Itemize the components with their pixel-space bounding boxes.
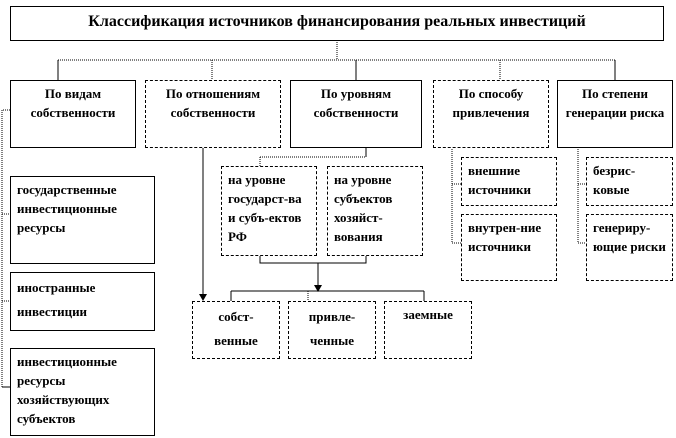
category-risk-generation: По степени генерации риска (557, 80, 673, 148)
ownership-type-business: инвестиционные ресурсы хозяйствующих суб… (10, 348, 155, 436)
method-internal: внутрен-ние источники (461, 214, 557, 281)
method-external: внешние источники (461, 157, 557, 206)
category-attraction-method: По способу привлечения (433, 80, 549, 148)
arrow-head (314, 285, 322, 292)
category-ownership-types: По видам собственности (10, 80, 136, 148)
level-business: на уровне субъектов хозяйст-вования (327, 166, 423, 256)
ownership-type-foreign: иностранные инвестиции (10, 272, 155, 331)
arrow-head (199, 294, 207, 301)
relation-own: собст-венные (192, 301, 280, 359)
risk-generating: генериру-ющие риски (586, 214, 673, 281)
relation-attracted: привле-ченные (288, 301, 376, 359)
category-ownership-levels: По уровням собственности (290, 80, 422, 148)
ownership-type-state: государственные инвестиционные ресурсы (10, 176, 155, 264)
diagram-title: Классификация источников финансирования … (10, 6, 664, 41)
risk-free: безрис-ковые (586, 157, 673, 206)
level-state: на уровне государст-ва и субъ-ектов РФ (221, 166, 317, 256)
relation-borrowed: заемные (384, 301, 472, 359)
category-ownership-relations: По отношениям собственности (145, 80, 281, 148)
